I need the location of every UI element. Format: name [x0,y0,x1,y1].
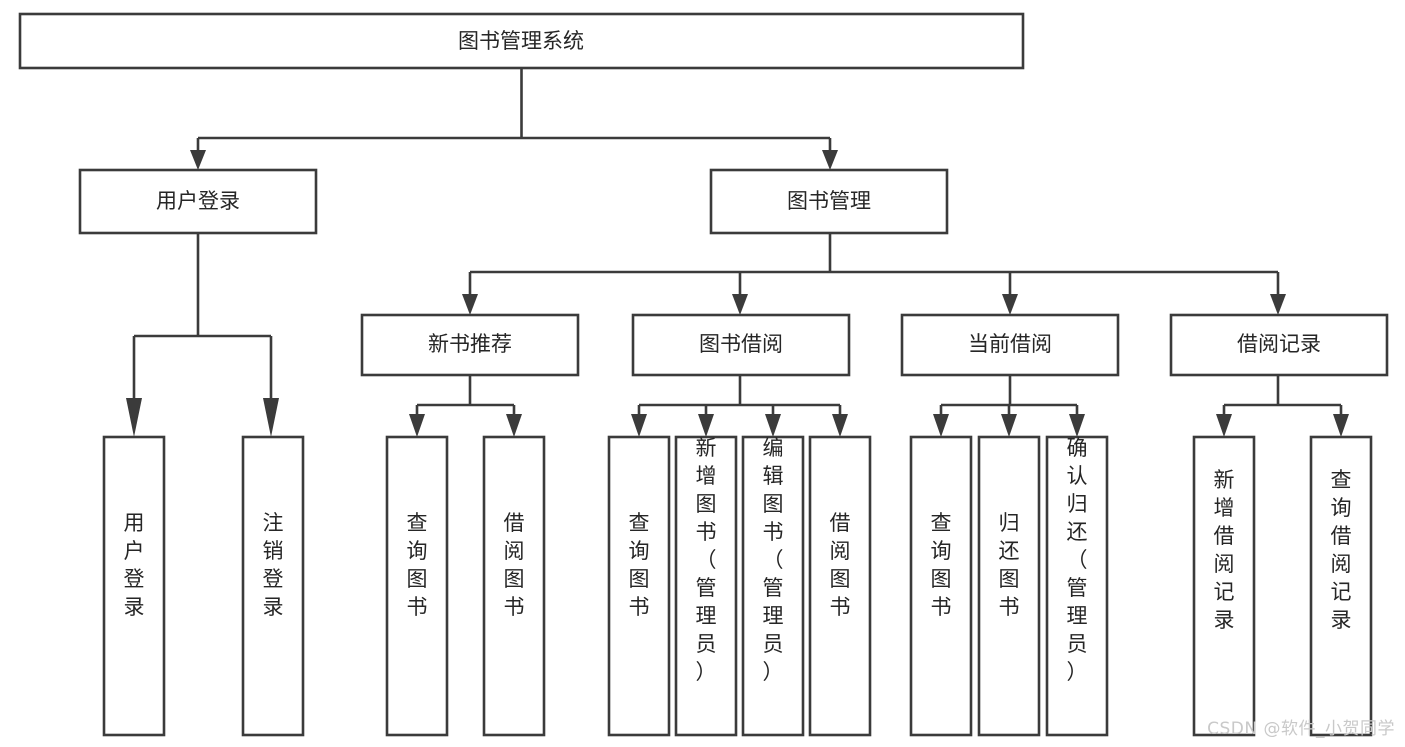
connector-new-book-recommend-to-leaves [409,375,522,437]
node-box-shape[interactable] [18,12,1025,70]
node-leaf-query-record[interactable]: 查询借阅记录 [1309,435,1373,737]
arrow-head-icon [1270,294,1286,315]
node-label-leaf-add-record: 新增借阅记录 [1214,468,1235,632]
node-label-root: 图书管理系统 [458,29,584,53]
node-leaf-logout-login[interactable]: 注销登录 [241,435,305,737]
node-box-shape[interactable] [482,435,546,737]
node-label-leaf-logout-login: 注销登录 [263,511,284,619]
arrow-head-icon [263,398,279,437]
node-box-shape[interactable] [1045,435,1109,737]
arrow-head-icon [1216,414,1232,437]
node-box-shape[interactable] [977,435,1041,737]
node-label-leaf-borrow-book-1: 借阅图书 [504,511,525,619]
node-box-shape[interactable] [709,168,949,235]
node-label-leaf-query-book-2: 查询图书 [629,511,650,619]
node-leaf-add-record[interactable]: 新增借阅记录 [1192,435,1256,737]
arrow-head-icon [631,414,647,437]
node-leaf-edit-book[interactable]: 编辑图书（管理员） [741,435,805,737]
node-label-borrow-record: 借阅记录 [1237,332,1321,356]
arrow-head-icon [698,414,714,437]
node-leaf-confirm-return[interactable]: 确认归还（管理员） [1045,435,1109,737]
node-label-book-management: 图书管理 [787,189,871,213]
node-label-leaf-query-book-3: 查询图书 [931,511,952,619]
arrow-head-icon [822,150,838,170]
arrow-head-icon [506,414,522,437]
connector-current-borrow-to-leaves [933,375,1085,437]
arrow-head-icon [765,414,781,437]
arrow-head-icon [1069,414,1085,437]
node-label-leaf-query-book-1: 查询图书 [407,511,428,619]
arrow-head-icon [1002,294,1018,315]
node-label-leaf-edit-book: 编辑图书（管理员） [763,436,784,684]
arrow-head-icon [126,398,142,437]
arrow-head-icon [732,294,748,315]
arrow-head-icon [832,414,848,437]
node-new-book-recommend[interactable]: 新书推荐 [360,313,580,377]
node-leaf-add-book[interactable]: 新增图书（管理员） [674,435,738,737]
arrow-head-icon [1333,414,1349,437]
node-label-user-login: 用户登录 [156,189,240,213]
node-book-borrow[interactable]: 图书借阅 [631,313,851,377]
node-box-shape[interactable] [78,168,318,235]
node-box-shape[interactable] [1169,313,1389,377]
node-leaf-query-book-3[interactable]: 查询图书 [909,435,973,737]
node-leaf-return-book[interactable]: 归还图书 [977,435,1041,737]
node-box-shape[interactable] [741,435,805,737]
node-box-shape[interactable] [241,435,305,737]
node-box-shape[interactable] [808,435,872,737]
node-book-management[interactable]: 图书管理 [709,168,949,235]
node-box-shape[interactable] [1309,435,1373,737]
node-label-leaf-borrow-book-2: 借阅图书 [830,511,851,619]
connector-user-login-to-leaves [126,233,279,437]
node-box-shape[interactable] [385,435,449,737]
arrow-head-icon [190,150,206,170]
node-label-new-book-recommend: 新书推荐 [428,332,512,356]
node-box-shape[interactable] [909,435,973,737]
node-leaf-query-book-2[interactable]: 查询图书 [607,435,671,737]
connector-book-management-to-level3 [462,233,1286,315]
node-box-shape[interactable] [102,435,166,737]
node-box-shape[interactable] [631,313,851,377]
node-label-leaf-add-book: 新增图书（管理员） [696,436,717,684]
connector-root-to-level2 [190,68,838,170]
node-current-borrow[interactable]: 当前借阅 [900,313,1120,377]
node-root[interactable]: 图书管理系统 [18,12,1025,70]
node-leaf-borrow-book-2[interactable]: 借阅图书 [808,435,872,737]
node-label-book-borrow: 图书借阅 [699,332,783,356]
arrow-head-icon [933,414,949,437]
node-borrow-record[interactable]: 借阅记录 [1169,313,1389,377]
arrow-head-icon [1001,414,1017,437]
node-box-shape[interactable] [360,313,580,377]
node-label-leaf-query-record: 查询借阅记录 [1331,468,1352,632]
node-leaf-borrow-book-1[interactable]: 借阅图书 [482,435,546,737]
connector-borrow-record-to-leaves [1216,375,1349,437]
node-box-shape[interactable] [900,313,1120,377]
node-label-current-borrow: 当前借阅 [968,332,1052,356]
node-label-leaf-confirm-return: 确认归还（管理员） [1067,436,1088,684]
node-leaf-user-login[interactable]: 用户登录 [102,435,166,737]
node-box-shape[interactable] [607,435,671,737]
connector-book-borrow-to-leaves [631,375,848,437]
node-user-login[interactable]: 用户登录 [78,168,318,235]
node-label-leaf-return-book: 归还图书 [999,511,1020,619]
node-leaf-query-book-1[interactable]: 查询图书 [385,435,449,737]
arrow-head-icon [462,294,478,315]
node-box-shape[interactable] [674,435,738,737]
arrow-head-icon [409,414,425,437]
node-label-leaf-user-login: 用户登录 [124,511,145,619]
node-box-shape[interactable] [1192,435,1256,737]
